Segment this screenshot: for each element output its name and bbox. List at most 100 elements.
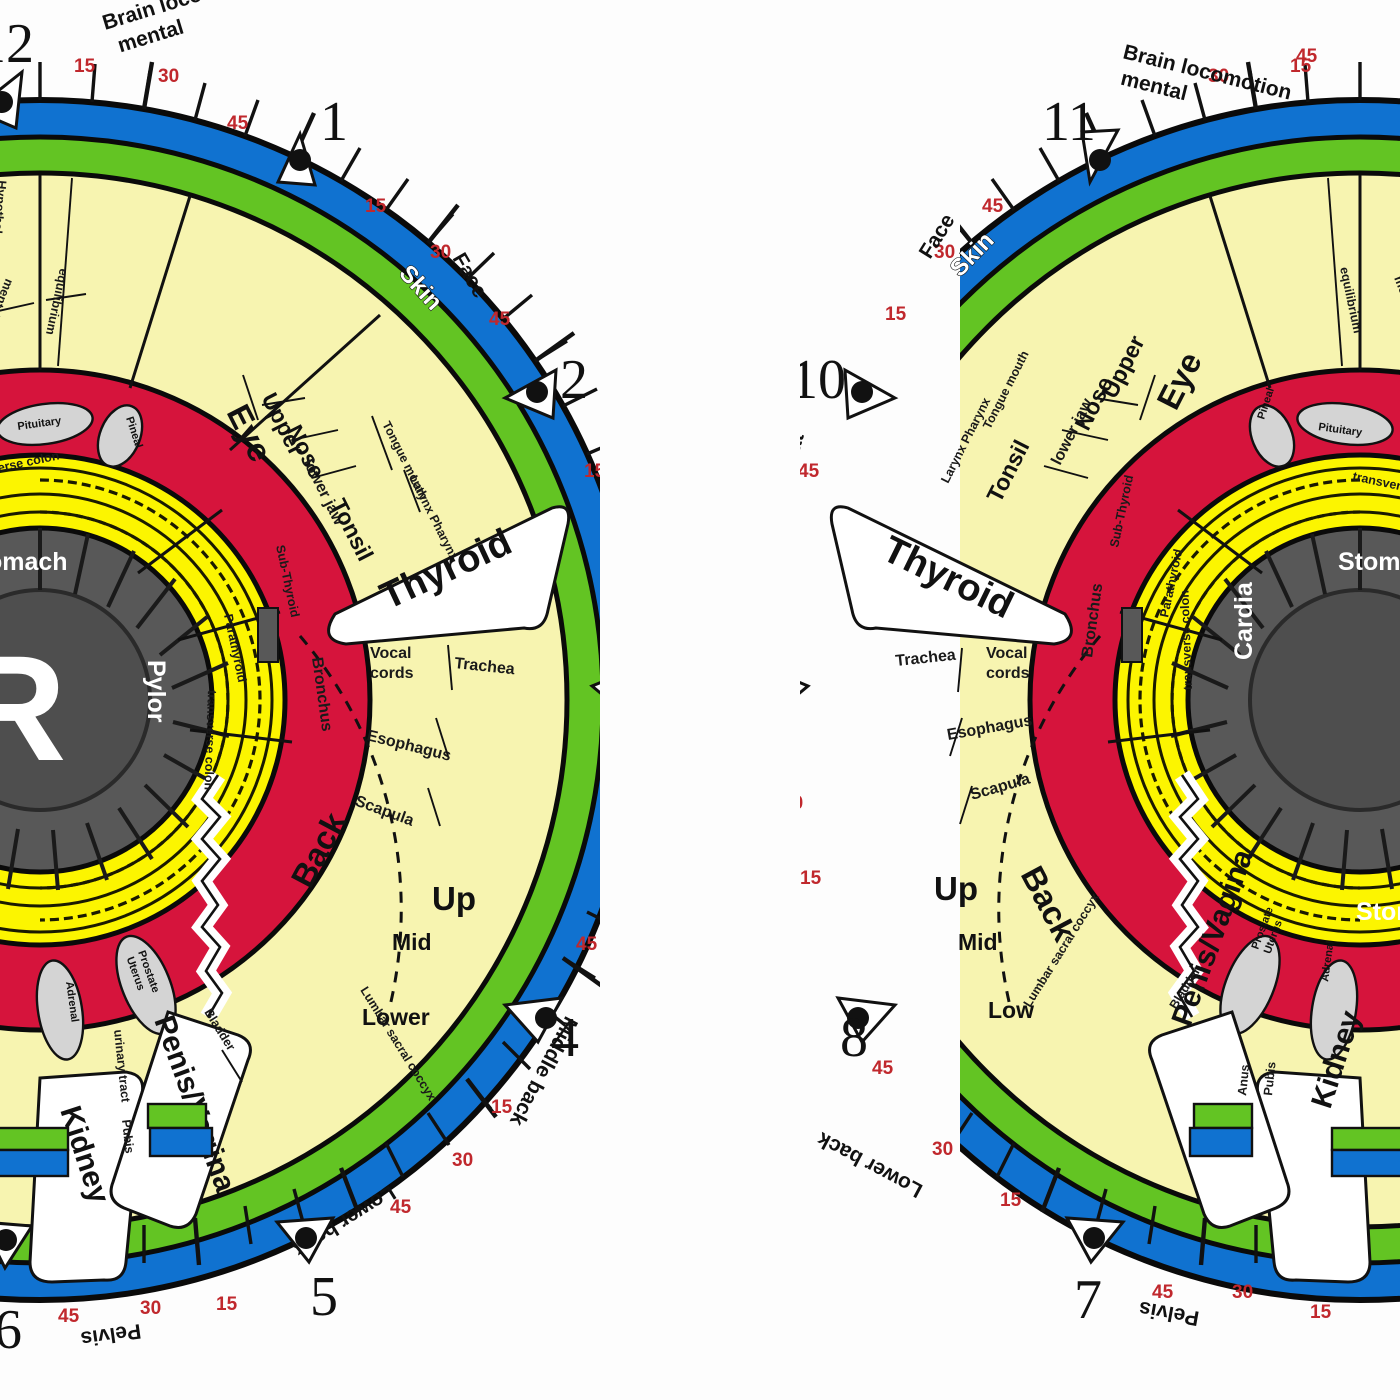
back-level-low: Low: [988, 997, 1034, 1023]
transverse-colon-label: transverse colon: [202, 690, 219, 790]
left-ring-chips: [0, 1102, 214, 1178]
cardia-label: Cardia: [1230, 581, 1258, 660]
right-degree-ticks: [960, 61, 1368, 1267]
left-degree-ticks: [32, 61, 600, 1267]
hypothalamus-label: Hypothalamus: [0, 180, 9, 267]
right-spine-zigzag: [1167, 770, 1210, 1022]
back-level-low: Lower: [362, 1004, 430, 1030]
tick-number: 15: [491, 1097, 513, 1118]
back-level-mid: Mid: [958, 929, 998, 955]
tick-number: 15: [216, 1294, 238, 1315]
tick-number: 45: [982, 196, 1004, 217]
left-colon-scallops: [39, 478, 262, 922]
tick-number: 15: [584, 461, 606, 482]
tick-number: 45: [227, 113, 249, 134]
tick-number: 30: [158, 66, 179, 87]
right-eye-markers: 11 10 9 8 7: [722, 91, 1126, 1331]
tick-number: 30: [430, 242, 451, 263]
tick-number: 30: [1208, 66, 1229, 87]
stomach-label: Stomach: [1338, 548, 1400, 576]
left-eye-diagram: 15 30 45 15 30 45 15 30 45 15 30 45 15 3…: [0, 0, 672, 1361]
pubis-label: Pubis: [119, 1119, 136, 1154]
marker-number: 6: [0, 1299, 22, 1361]
marker-1[interactable]: 1: [275, 91, 348, 187]
back-level-up: Up: [432, 880, 476, 917]
tick-number: 45: [1296, 46, 1318, 67]
tick-number: 45: [576, 934, 598, 955]
left-tick-numbers: 15 30 45 15 30 45 15 30 45 15 30 45 15 3…: [58, 56, 606, 1327]
marker-number: 1: [320, 91, 348, 153]
eye-center-letter: R: [0, 624, 66, 792]
back-level-up: Up: [934, 870, 978, 907]
tick-number: 30: [140, 1298, 161, 1319]
kidney-pointer: [28, 1070, 145, 1284]
parathyroid-marker: [1121, 607, 1143, 663]
tick-number: 15: [74, 56, 96, 77]
stomach-label-bottom: Stomach: [1356, 898, 1400, 926]
marker-number: 8: [840, 1007, 868, 1069]
tick-number: 15: [1290, 56, 1312, 77]
marker-12[interactable]: 12: [0, 13, 34, 131]
marker-number: 5: [310, 1266, 338, 1328]
tick-number: 45: [1152, 1282, 1174, 1303]
left-gland-ovals: Pituitary Pineal Adrenal ProstateUterus: [0, 401, 177, 1061]
left-spine-zigzag: [190, 770, 233, 1022]
transverse-colon-label: transverse colon: [1178, 590, 1195, 690]
trachea-label: Trachea: [895, 647, 957, 670]
marker-number: 11: [1042, 91, 1096, 153]
marker-6[interactable]: 6: [0, 1221, 35, 1361]
left-eye-markers: 1 2 3 4 5: [0, 13, 672, 1361]
pubis-label: Pubis: [1261, 1061, 1278, 1096]
left-organ-separators: [38, 175, 382, 452]
tick-number: 45: [489, 309, 511, 330]
adrenal-label: Adrenal: [63, 981, 81, 1023]
back-level-mid: Mid: [392, 929, 432, 955]
marker-7[interactable]: 7: [1064, 1216, 1126, 1331]
marker-2[interactable]: 2: [501, 349, 588, 421]
pylor-label: Pylor: [142, 660, 170, 723]
marker-3[interactable]: 3: [589, 665, 672, 743]
marker-5[interactable]: 5: [274, 1216, 338, 1328]
thyroid-ribbon: [829, 505, 1073, 646]
right-colon-scallops: [1138, 478, 1361, 922]
tick-number: 15: [1310, 1302, 1332, 1323]
anus-label: Anus: [1235, 1064, 1252, 1097]
right-organ-separators: [1208, 175, 1362, 389]
marker-4[interactable]: 4: [501, 996, 579, 1069]
marker-number: 12: [0, 13, 34, 75]
marker-8[interactable]: 8: [835, 996, 899, 1069]
marker-11[interactable]: 11: [1042, 91, 1121, 187]
right-tick-numbers: 15 30 45 15 30 45 15 30 45 15 30 45 45 3…: [782, 46, 1332, 1323]
right-ring-chips: [1188, 1102, 1400, 1178]
marker-number: 2: [560, 349, 588, 411]
trachea-label: Trachea: [454, 655, 516, 678]
right-back-divider: [997, 635, 1102, 1007]
tick-number: 45: [390, 1197, 412, 1218]
tick-number: 30: [782, 793, 803, 814]
marker-number: 4: [551, 1007, 579, 1069]
adrenal-label: Adrenal: [1319, 940, 1337, 982]
tick-number: 15: [1000, 1190, 1022, 1211]
thyroid-ribbon: [327, 505, 571, 646]
marker-9[interactable]: 9: [722, 665, 811, 745]
marker-10[interactable]: 10: [790, 349, 899, 421]
tick-number: 30: [932, 1139, 953, 1160]
tick-number: 15: [885, 304, 907, 325]
tick-number: 15: [800, 868, 822, 889]
marker-number: 7: [1074, 1269, 1102, 1331]
tick-number: 45: [798, 461, 820, 482]
marker-number: 10: [790, 349, 846, 411]
stomach-label: Stomach: [0, 548, 68, 576]
tick-number: 30: [452, 1150, 473, 1171]
left-back-divider: [298, 635, 403, 1007]
tick-number: 45: [58, 1306, 80, 1327]
parathyroid-marker: [257, 607, 279, 663]
tick-number: 30: [1232, 1282, 1253, 1303]
kidney-pointer: [1255, 1070, 1372, 1284]
tick-number: 45: [872, 1058, 894, 1079]
tick-number: 15: [365, 196, 387, 217]
